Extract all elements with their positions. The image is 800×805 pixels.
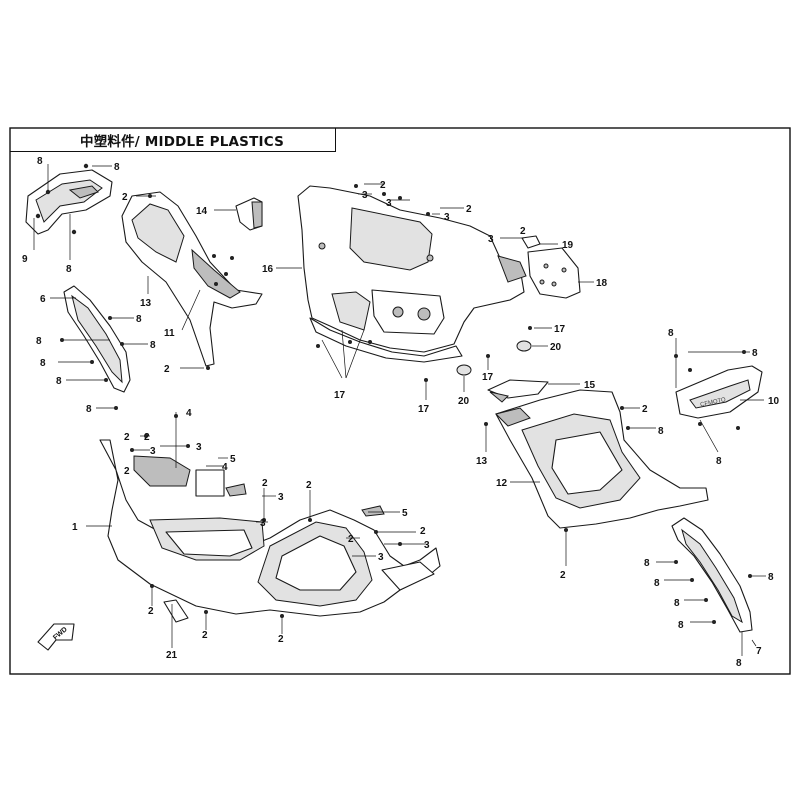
svg-text:CFMOTO: CFMOTO [700, 397, 727, 408]
callout-c3a: 3 [362, 190, 368, 201]
fwd-arrow [37, 623, 75, 651]
callout-c20b: 20 [458, 396, 470, 407]
callout-c2i: 2 [124, 466, 130, 477]
part-10-shape: CFMOTO [675, 365, 763, 419]
callout-c2p: 2 [278, 634, 284, 645]
callout-c10: 10 [768, 396, 780, 407]
callout-c3g: 3 [260, 518, 266, 529]
callout-c2g: 2 [144, 432, 150, 443]
title-box: 中塑料件/ MIDDLE PLASTICS [10, 128, 336, 152]
callout-c2c: 2 [380, 180, 386, 191]
leader-lines [33, 164, 766, 656]
callout-c7: 7 [756, 646, 762, 657]
callout-c2f: 2 [560, 570, 566, 581]
callout-c19: 19 [562, 240, 574, 251]
callout-c3f: 3 [278, 492, 284, 503]
callout-c2d: 2 [466, 204, 472, 215]
callout-c9: 9 [22, 254, 28, 265]
callout-c17c: 17 [334, 390, 346, 401]
bolts [35, 163, 752, 624]
callout-c3d: 3 [150, 446, 156, 457]
callout-c8l: 8 [716, 456, 722, 467]
callout-c3h: 3 [378, 552, 384, 563]
callout-c8n: 8 [644, 558, 650, 569]
callout-c8a: 8 [37, 156, 43, 167]
callout-c1: 1 [72, 522, 78, 533]
callout-c8o: 8 [654, 578, 660, 589]
diagram-title: 中塑料件/ MIDDLE PLASTICS [80, 133, 285, 150]
callout-c8g: 8 [40, 358, 46, 369]
callout-c8f: 8 [150, 340, 156, 351]
callout-c8s: 8 [736, 658, 742, 669]
callout-c4a: 4 [186, 408, 192, 419]
part-6-shape [63, 285, 131, 393]
callout-c2k: 2 [306, 480, 312, 491]
callout-c3-right: 3 [424, 540, 430, 551]
callout-c3c: 3 [444, 212, 450, 223]
callout-c8j: 8 [668, 328, 674, 339]
part-18-shape [527, 247, 581, 299]
callout-c6: 6 [40, 294, 46, 305]
callout-c11: 11 [164, 328, 175, 339]
callout-c8r: 8 [768, 572, 774, 583]
part-14-shape [235, 197, 263, 231]
callout-c12: 12 [496, 478, 508, 489]
callout-c13b: 13 [476, 456, 488, 467]
callout-c8d: 8 [136, 314, 142, 325]
callout-c2m: 2 [348, 534, 354, 545]
callout-c5b: 5 [402, 508, 408, 519]
callout-c15: 15 [584, 380, 596, 391]
part-9-shape [25, 169, 113, 235]
callout-c5a: 5 [230, 454, 236, 465]
callout-c2n: 2 [148, 606, 154, 617]
part-20-shapes [456, 340, 532, 376]
callout-c8p: 8 [674, 598, 680, 609]
part-15-shape [487, 379, 549, 403]
callout-c3e: 3 [196, 442, 202, 453]
callout-labels: 8 8 9 8 2 13 11 2 14 6 8 8 8 8 8 8 16 2 … [22, 156, 780, 669]
callout-c17a: 17 [554, 324, 566, 335]
part-11-shape [121, 191, 263, 367]
part-12-shape [495, 389, 709, 529]
callout-c8i: 8 [86, 404, 92, 415]
callout-c21: 21 [166, 650, 178, 661]
callout-c2h: 2 [124, 432, 130, 443]
callout-c2a: 2 [122, 192, 128, 203]
callout-c2e: 2 [642, 404, 648, 415]
callout-c16: 16 [262, 264, 274, 275]
callout-c3d-top: 3 [488, 234, 494, 245]
callout-c17b: 17 [482, 372, 494, 383]
diagram-border [9, 127, 791, 675]
part-19-shape [521, 235, 541, 249]
callout-c8c: 8 [66, 264, 72, 275]
callout-c18: 18 [596, 278, 608, 289]
callout-c8e: 8 [36, 336, 42, 347]
callout-c4b: 4 [222, 462, 228, 473]
callout-c2o: 2 [202, 630, 208, 641]
part-7-shape [671, 517, 753, 633]
part-1-shape [99, 439, 441, 623]
callout-c2b: 2 [164, 364, 170, 375]
callout-c17d: 17 [418, 404, 430, 415]
callout-c2-top: 2 [520, 226, 526, 237]
callout-c20a: 20 [550, 342, 562, 353]
callout-c2j: 2 [262, 478, 268, 489]
callout-c8k: 8 [752, 348, 758, 359]
callout-c8m: 8 [658, 426, 664, 437]
callout-c3b: 3 [386, 198, 392, 209]
callout-c2l: 2 [420, 526, 426, 537]
callout-c14: 14 [196, 206, 208, 217]
part-16-shape [297, 185, 527, 363]
callout-c8b: 8 [114, 162, 120, 173]
callout-c13a: 13 [140, 298, 152, 309]
callout-c8q: 8 [678, 620, 684, 631]
callout-c8h: 8 [56, 376, 62, 387]
